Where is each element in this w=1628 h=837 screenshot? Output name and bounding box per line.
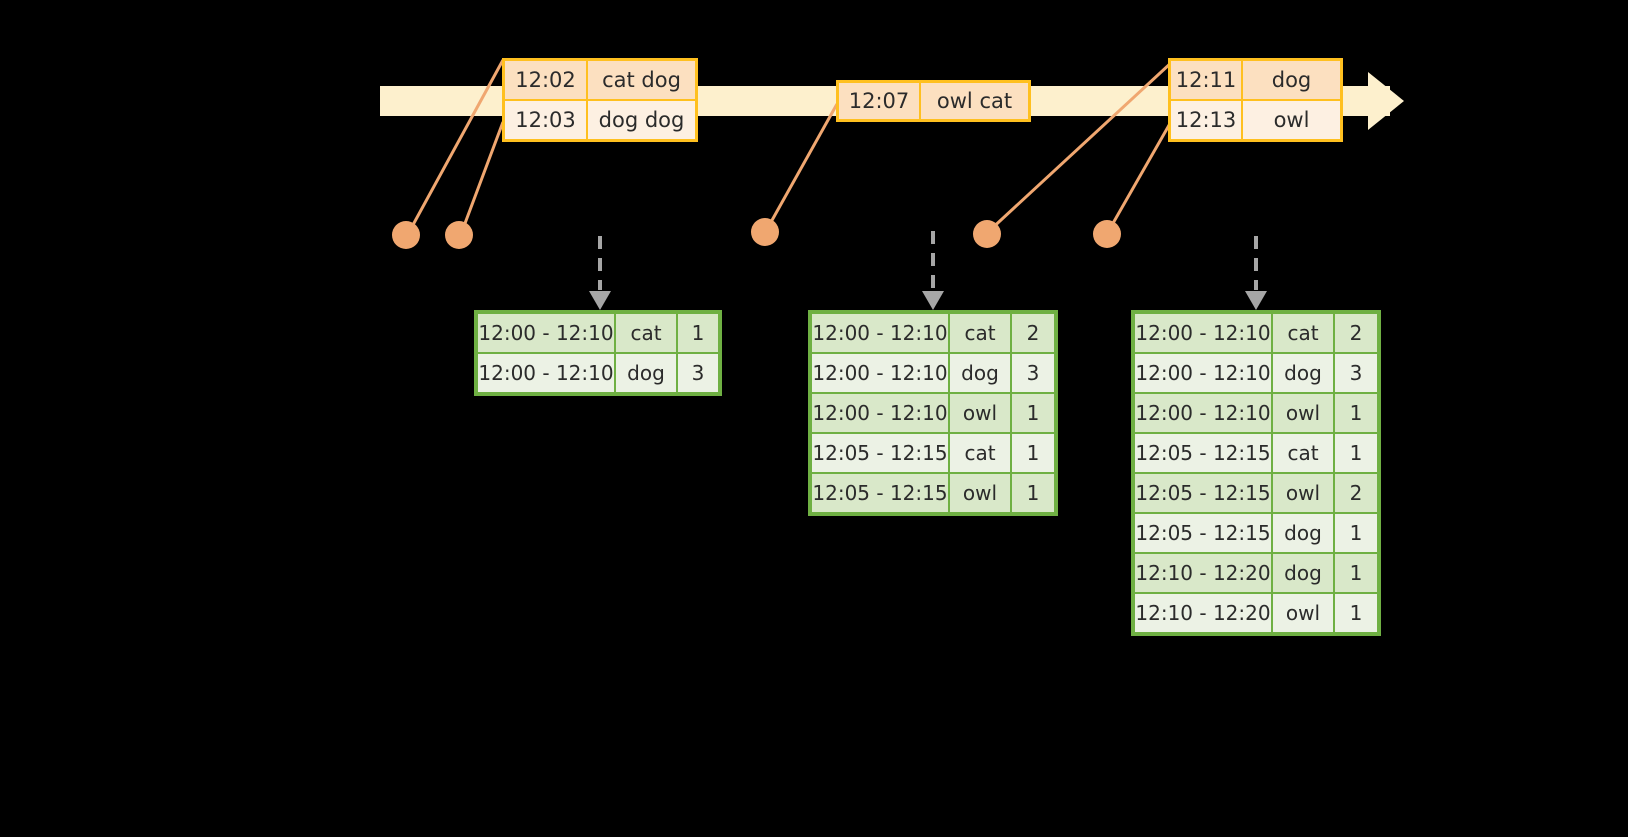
event-time: 12:03 [505,101,588,139]
event-dot-1 [392,221,420,249]
count-cell: 1 [678,314,718,352]
dashed-arrow-head-2 [922,291,944,310]
window-cell: 12:05 - 12:15 [1135,474,1273,512]
key-cell: owl [1273,394,1335,432]
key-cell: cat [1273,434,1335,472]
event-words: cat dog [588,61,695,99]
timeline-event-group-3[interactable]: 12:11 dog 12:13 owl [1168,58,1343,142]
result-table-2: 12:00 - 12:10 cat 2 12:00 - 12:10 dog 3 … [808,310,1058,516]
table-row[interactable]: 12:05 - 12:15 cat 1 [812,432,1054,472]
count-cell: 3 [1012,354,1054,392]
count-cell: 1 [1335,554,1377,592]
event-words: owl [1243,101,1340,139]
window-cell: 12:00 - 12:10 [1135,394,1273,432]
timeline-arrow-icon [1368,72,1404,130]
timeline-event-row[interactable]: 12:02 cat dog [505,61,695,99]
window-cell: 12:05 - 12:15 [1135,434,1273,472]
table-row[interactable]: 12:00 - 12:10 dog 3 [1135,352,1377,392]
count-cell: 2 [1012,314,1054,352]
key-cell: dog [616,354,678,392]
key-cell: owl [950,474,1012,512]
window-cell: 12:00 - 12:10 [812,354,950,392]
table-row[interactable]: 12:00 - 12:10 dog 3 [812,352,1054,392]
window-cell: 12:00 - 12:10 [478,354,616,392]
window-cell: 12:05 - 12:15 [1135,514,1273,552]
event-dot-2 [445,221,473,249]
count-cell: 1 [1335,394,1377,432]
count-cell: 1 [1012,434,1054,472]
key-cell: owl [1273,594,1335,632]
key-cell: cat [1273,314,1335,352]
table-row[interactable]: 12:05 - 12:15 owl 2 [1135,472,1377,512]
event-words: dog [1243,61,1340,99]
count-cell: 2 [1335,314,1377,352]
table-row[interactable]: 12:10 - 12:20 owl 1 [1135,592,1377,632]
window-cell: 12:00 - 12:10 [812,394,950,432]
table-row[interactable]: 12:05 - 12:15 cat 1 [1135,432,1377,472]
table-row[interactable]: 12:05 - 12:15 owl 1 [812,472,1054,512]
window-cell: 12:00 - 12:10 [1135,354,1273,392]
key-cell: dog [1273,514,1335,552]
count-cell: 1 [1335,514,1377,552]
event-time: 12:02 [505,61,588,99]
window-cell: 12:00 - 12:10 [812,314,950,352]
timeline-event-group-1[interactable]: 12:02 cat dog 12:03 dog dog [502,58,698,142]
key-cell: dog [950,354,1012,392]
timeline-event-row[interactable]: 12:13 owl [1171,99,1340,139]
table-row[interactable]: 12:00 - 12:10 cat 1 [478,314,718,352]
timeline-event-row[interactable]: 12:07 owl cat [839,83,1028,119]
timeline-event-group-2[interactable]: 12:07 owl cat [836,80,1031,122]
count-cell: 3 [1335,354,1377,392]
window-cell: 12:10 - 12:20 [1135,554,1273,592]
count-cell: 2 [1335,474,1377,512]
key-cell: cat [950,314,1012,352]
key-cell: owl [1273,474,1335,512]
connector-line-4 [986,60,1174,234]
connector-line-2 [459,121,505,235]
table-row[interactable]: 12:00 - 12:10 cat 2 [1135,314,1377,352]
count-cell: 1 [1012,474,1054,512]
key-cell: dog [1273,354,1335,392]
table-row[interactable]: 12:05 - 12:15 dog 1 [1135,512,1377,552]
connector-line-3 [764,103,839,232]
dashed-arrow-head-3 [1245,291,1267,310]
table-row[interactable]: 12:00 - 12:10 owl 1 [812,392,1054,432]
connector-line-1 [406,59,505,235]
key-cell: owl [950,394,1012,432]
event-time: 12:13 [1171,101,1243,139]
dashed-arrow-head-1 [589,291,611,310]
key-cell: cat [616,314,678,352]
key-cell: cat [950,434,1012,472]
event-words: owl cat [921,83,1028,119]
event-dot-4 [973,220,1001,248]
event-time: 12:11 [1171,61,1243,99]
event-dot-5 [1093,220,1121,248]
count-cell: 1 [1012,394,1054,432]
window-cell: 12:00 - 12:10 [478,314,616,352]
window-cell: 12:05 - 12:15 [812,474,950,512]
count-cell: 1 [1335,594,1377,632]
table-row[interactable]: 12:00 - 12:10 cat 2 [812,314,1054,352]
event-words: dog dog [588,101,695,139]
table-row[interactable]: 12:00 - 12:10 dog 3 [478,352,718,392]
table-row[interactable]: 12:00 - 12:10 owl 1 [1135,392,1377,432]
timeline-event-row[interactable]: 12:11 dog [1171,61,1340,99]
result-table-1: 12:00 - 12:10 cat 1 12:00 - 12:10 dog 3 [474,310,722,396]
event-dot-3 [751,218,779,246]
count-cell: 1 [1335,434,1377,472]
count-cell: 3 [678,354,718,392]
window-cell: 12:10 - 12:20 [1135,594,1273,632]
window-cell: 12:00 - 12:10 [1135,314,1273,352]
window-cell: 12:05 - 12:15 [812,434,950,472]
table-row[interactable]: 12:10 - 12:20 dog 1 [1135,552,1377,592]
result-table-3: 12:00 - 12:10 cat 2 12:00 - 12:10 dog 3 … [1131,310,1381,636]
key-cell: dog [1273,554,1335,592]
event-time: 12:07 [839,83,921,119]
timeline-event-row[interactable]: 12:03 dog dog [505,99,695,139]
connector-line-5 [1106,119,1174,233]
